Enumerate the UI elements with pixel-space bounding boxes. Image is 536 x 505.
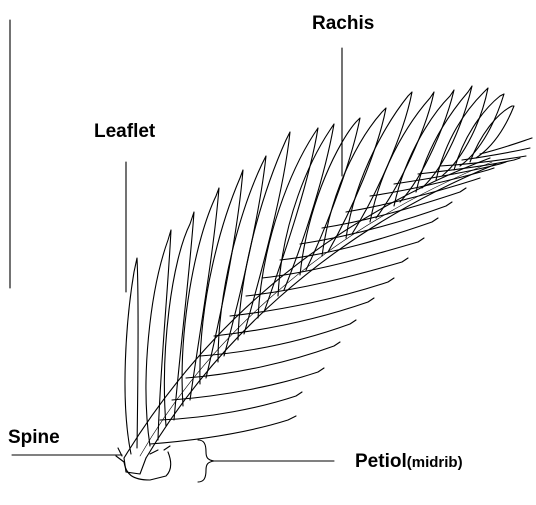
leaflet [146,230,171,446]
leaflet [370,92,434,222]
midrib-label: midrib [412,454,458,471]
leaflet [218,156,266,362]
paren-close: ) [458,454,463,471]
leaflet [160,392,302,420]
leaflet [172,368,324,400]
rachis-stem [124,158,496,458]
rachis-label: Rachis [312,14,374,33]
leaflet [182,188,219,406]
petiol-label: Petiol [355,451,407,472]
petiol-bracket [198,440,214,482]
leaflet [480,138,532,154]
petiol-label-group: Petiol(midrib) [355,452,463,471]
leaflet [454,94,504,170]
leaflet [280,218,438,260]
leaflet [200,320,356,356]
leaflet-label: Leaflet [94,122,155,141]
petiole-base [116,446,171,480]
spine-label: Spine [8,428,60,447]
leaflet [125,258,138,454]
leaflet [150,416,296,444]
leaflet [470,106,514,162]
